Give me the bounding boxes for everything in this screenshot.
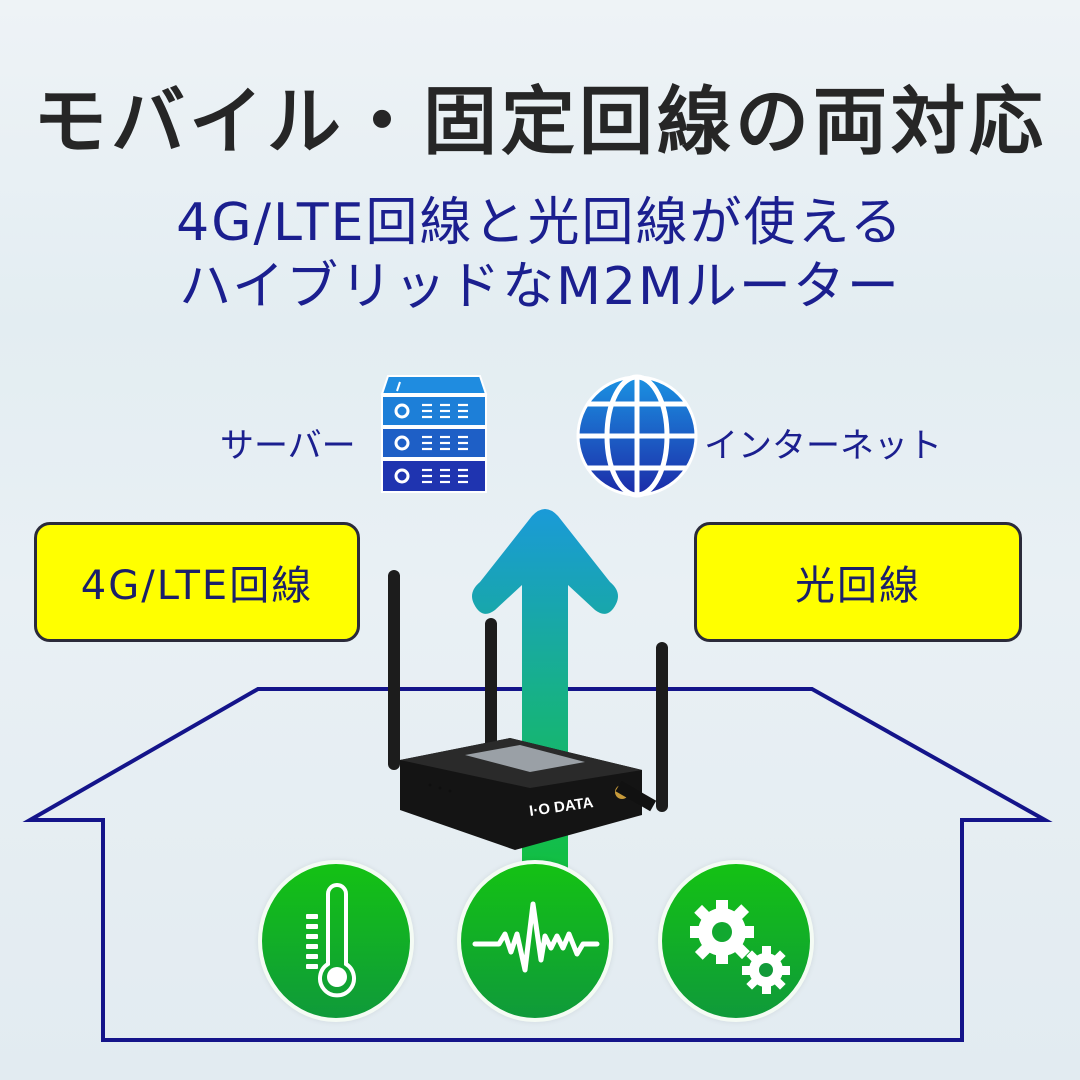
server-label: サーバー	[220, 426, 356, 466]
temperature-sensor-circle	[258, 860, 414, 1022]
vibration-sensor-circle	[457, 860, 613, 1022]
machine-sensor-circle	[658, 860, 814, 1022]
lte-line-box: 4G/LTE回線	[34, 522, 360, 642]
internet-label: インターネット	[704, 426, 942, 466]
upload-arrow-icon	[472, 509, 618, 870]
subheadline-line1: 4G/LTE回線と光回線が使える	[176, 193, 904, 253]
router-device: I·O DATA	[388, 570, 668, 850]
subheadline-line2: ハイブリッドなM2Mルーター	[179, 257, 901, 317]
thermometer-icon	[306, 883, 356, 998]
lte-line-label: 4G/LTE回線	[80, 563, 314, 609]
fiber-line-label: 光回線	[795, 563, 921, 609]
gears-icon	[690, 900, 790, 994]
fiber-line-box: 光回線	[694, 522, 1022, 642]
globe-icon	[575, 374, 699, 498]
heartbeat-icon	[472, 901, 600, 973]
server-icon	[380, 372, 490, 496]
headline: モバイル・固定回線の両対応	[33, 79, 1047, 165]
